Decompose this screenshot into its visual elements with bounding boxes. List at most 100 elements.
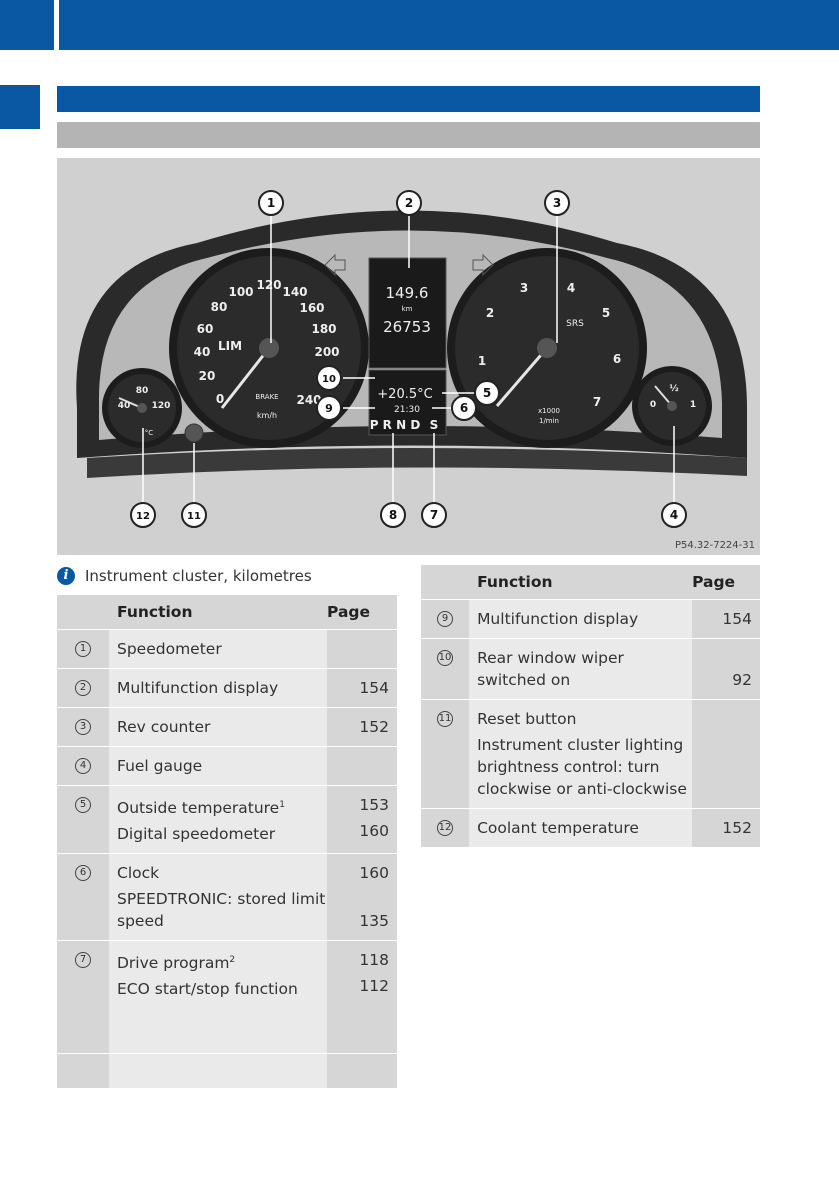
image-reference: P54.32-7224-31: [675, 540, 755, 551]
table-row: 7 Drive program2 ECO start/stop function…: [57, 940, 397, 1054]
function-text: SPEEDTRONIC: stored limit speed: [117, 890, 326, 931]
page-ref: 153: [359, 796, 389, 814]
page-ref: 92: [732, 671, 752, 689]
speedo-tick: 80: [211, 300, 228, 314]
callout-label: 12: [136, 511, 150, 522]
page-ref: 118: [359, 951, 389, 970]
display-trip-unit: km: [402, 305, 413, 313]
callout-label: 4: [670, 508, 678, 522]
rev-unit: x1000: [538, 407, 560, 415]
callout-label: 9: [325, 402, 333, 415]
speedo-tick: 160: [299, 301, 324, 315]
column-header-function: Function: [469, 565, 693, 600]
column-header-function: Function: [109, 595, 327, 630]
table-row: 12 Coolant temperature 152: [421, 808, 760, 847]
speedo-tick: 180: [311, 322, 336, 336]
page-ref: 154: [359, 679, 389, 697]
row-number: 4: [75, 758, 91, 774]
function-text: Reset button: [477, 710, 577, 728]
page-ref: 154: [722, 610, 752, 628]
page-ref: 160: [359, 864, 389, 883]
section-bar: [57, 86, 760, 112]
speedo-tick: 140: [282, 285, 307, 299]
row-number: 9: [437, 611, 454, 627]
coolant-tick: 80: [136, 386, 149, 396]
speedo-tick: 120: [256, 278, 281, 292]
display-odo: 26753: [383, 318, 431, 336]
rev-unit: 1/min: [539, 417, 559, 425]
speedo-tick: 240: [296, 393, 321, 407]
table-row: 2 Multifunction display 154: [57, 668, 397, 708]
row-number: 2: [75, 680, 91, 696]
function-text: Digital speedometer: [117, 825, 276, 844]
row-number: 6: [75, 865, 91, 882]
rev-tick: 1: [478, 354, 486, 368]
rev-tick: 7: [593, 395, 601, 409]
function-text: Fuel gauge: [117, 757, 203, 775]
speedo-brake: BRAKE: [255, 393, 278, 401]
table-row: 3 Rev counter 152: [57, 707, 397, 747]
speedo-lim: LIM: [218, 339, 242, 353]
table-row: 6 Clock SPEEDTRONIC: stored limit speed …: [57, 853, 397, 941]
table-row: 9 Multifunction display 154: [421, 599, 760, 639]
speedo-tick: 60: [197, 322, 214, 336]
row-number: 7: [75, 952, 91, 969]
coolant-unit: °C: [145, 429, 154, 437]
page-ref: 135: [359, 912, 389, 931]
callout-markers: [130, 190, 687, 528]
function-text: Rear window wiper switched on: [477, 649, 624, 689]
instrument-cluster-photo: 20 40 60 80 100 120 140 160 180 200 240 …: [57, 158, 760, 555]
table-row: 5 Outside temperature1 Digital speedomet…: [57, 784, 397, 854]
callout-label: 3: [553, 196, 561, 210]
callout-label: 11: [187, 511, 201, 522]
table-row-empty: [57, 1053, 397, 1089]
display-clock: 21:30: [394, 405, 420, 415]
function-text: ECO start/stop function: [117, 980, 298, 999]
header-bar: [59, 0, 839, 50]
info-note: i Instrument cluster, kilometres: [57, 566, 312, 586]
table-row: 11 Reset button Instrument cluster light…: [421, 699, 760, 809]
row-number: 12: [437, 820, 454, 836]
rev-tick: 3: [520, 281, 528, 295]
function-text: Clock: [117, 864, 160, 883]
fuel-tick: 1: [690, 400, 696, 410]
callout-label: 8: [389, 508, 397, 522]
page-ref: 160: [359, 822, 389, 840]
page-ref: 152: [359, 718, 389, 736]
callout-label: 6: [460, 401, 468, 415]
speedo-tick: 40: [194, 345, 211, 359]
chapter-tab: [0, 85, 40, 129]
table-row: 1 Speedometer: [57, 629, 397, 669]
rev-tick: 6: [613, 352, 621, 366]
function-text: Speedometer: [117, 640, 222, 658]
function-text: Rev counter: [117, 718, 211, 736]
callout-label: 2: [405, 196, 413, 210]
row-number: 5: [75, 797, 91, 813]
rev-tick: 4: [567, 281, 575, 295]
display-gears: P R N D: [370, 418, 421, 432]
row-number: 1: [75, 641, 91, 657]
rev-srs: SRS: [566, 319, 584, 329]
function-text: Drive program: [117, 954, 230, 973]
display-gear-s: S: [430, 418, 439, 432]
table-row: 4 Fuel gauge: [57, 746, 397, 786]
row-number: 3: [75, 719, 91, 735]
callout-label: 7: [430, 508, 438, 522]
row-number: 10: [437, 650, 454, 666]
display-trip: 149.6: [386, 284, 429, 302]
header-bar-left: [0, 0, 54, 50]
display-temp: +20.5°C: [377, 387, 432, 402]
function-text: Multifunction display: [477, 610, 639, 628]
speedo-tick: 100: [228, 285, 253, 299]
callout-label: 5: [483, 386, 491, 400]
coolant-tick: 40: [118, 401, 131, 411]
rev-tick: 2: [486, 306, 494, 320]
function-text: Outside temperature: [117, 799, 280, 818]
subsection-bar: [57, 122, 760, 148]
footnote-marker: 1: [279, 800, 285, 810]
callout-label: 10: [322, 374, 336, 385]
callout-label: 1: [267, 196, 275, 210]
fuel-tick: ½: [669, 383, 678, 394]
speedo-zero: 0: [216, 392, 224, 406]
column-header-page: Page: [327, 595, 397, 630]
